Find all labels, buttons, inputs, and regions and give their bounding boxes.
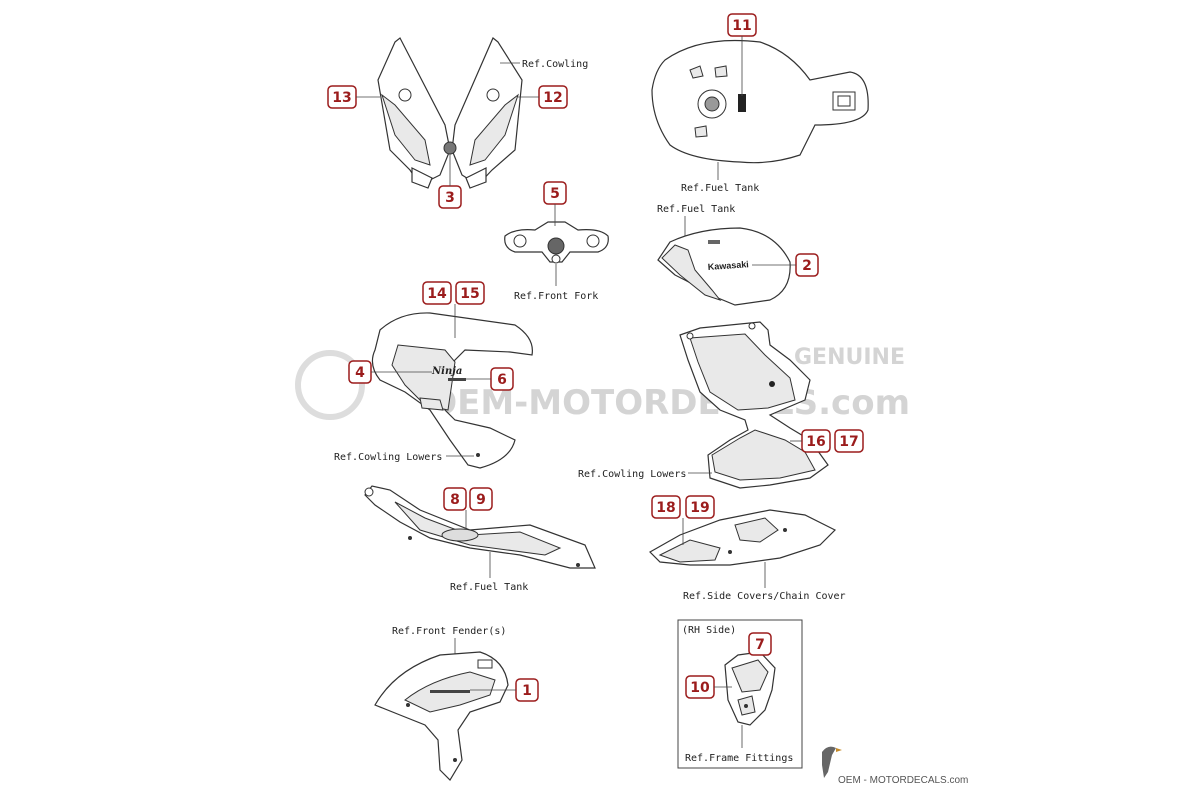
callout-6[interactable]: 6 — [490, 367, 514, 391]
callout-3[interactable]: 3 — [438, 185, 462, 209]
callout-19[interactable]: 19 — [685, 495, 715, 519]
label-ref-frame-fittings: Ref.Frame Fittings — [685, 753, 793, 764]
tank-side-cover-part — [364, 485, 596, 569]
svg-text:18: 18 — [656, 500, 675, 516]
label-ref-cowling-lowers-2: Ref.Cowling Lowers — [578, 469, 686, 480]
svg-text:7: 7 — [755, 637, 765, 653]
front-fender-part — [374, 651, 509, 781]
kawasaki-decal: Kawasaki — [707, 259, 749, 272]
svg-text:2: 2 — [802, 258, 812, 274]
left-middle-cowling-part: Ninja — [371, 312, 533, 469]
callout-18[interactable]: 18 — [651, 495, 681, 519]
svg-text:4: 4 — [355, 365, 365, 381]
svg-text:12: 12 — [543, 90, 562, 106]
callout-14[interactable]: 14 — [422, 281, 452, 305]
callout-2[interactable]: 2 — [795, 253, 819, 277]
callout-4[interactable]: 4 — [348, 360, 372, 384]
svg-text:17: 17 — [839, 434, 858, 450]
callout-1[interactable]: 1 — [515, 678, 539, 702]
fuel-tank-side-part: Kawasaki — [657, 227, 791, 306]
svg-text:10: 10 — [690, 680, 710, 696]
svg-text:6: 6 — [497, 372, 507, 388]
svg-text:9: 9 — [476, 492, 486, 508]
svg-text:5: 5 — [550, 186, 560, 202]
upper-cowling-part — [377, 37, 523, 189]
label-ref-side-covers: Ref.Side Covers/Chain Cover — [683, 591, 846, 602]
svg-text:1: 1 — [522, 683, 532, 699]
label-ref-cowling-lowers-1: Ref.Cowling Lowers — [334, 452, 442, 463]
label-ref-front-fork: Ref.Front Fork — [514, 291, 598, 302]
callout-11[interactable]: 11 — [727, 13, 757, 37]
label-ref-fuel-tank-1: Ref.Fuel Tank — [681, 183, 759, 194]
callout-7[interactable]: 7 — [748, 632, 772, 656]
svg-text:14: 14 — [427, 286, 447, 302]
svg-text:15: 15 — [460, 286, 479, 302]
label-ref-cowling: Ref.Cowling — [522, 59, 588, 70]
ninja-decal: Ninja — [431, 366, 462, 377]
callout-15[interactable]: 15 — [455, 281, 485, 305]
callout-17[interactable]: 17 — [834, 429, 864, 453]
watermark-line1: GENUINE — [794, 345, 905, 370]
top-bridge-part — [504, 221, 609, 264]
fuel-tank-top-part — [651, 39, 869, 164]
svg-text:11: 11 — [732, 18, 751, 34]
brand-logo-text: OEM - MOTORDECALS.com — [838, 775, 968, 786]
right-middle-cowling-part — [679, 321, 829, 489]
label-rh-side: (RH Side) — [682, 625, 736, 636]
svg-text:3: 3 — [445, 190, 455, 206]
svg-text:16: 16 — [806, 434, 825, 450]
label-ref-fuel-tank-3: Ref.Fuel Tank — [450, 582, 528, 593]
callout-12[interactable]: 12 — [538, 85, 568, 109]
callout-13[interactable]: 13 — [327, 85, 357, 109]
callout-9[interactable]: 9 — [469, 487, 493, 511]
side-cover-part — [649, 509, 837, 566]
callout-8[interactable]: 8 — [443, 487, 467, 511]
label-ref-fuel-tank-2: Ref.Fuel Tank — [657, 204, 735, 215]
svg-text:19: 19 — [690, 500, 709, 516]
callout-5[interactable]: 5 — [543, 181, 567, 205]
callout-16[interactable]: 16 — [801, 429, 831, 453]
label-ref-front-fender: Ref.Front Fender(s) — [392, 626, 506, 637]
callout-10[interactable]: 10 — [685, 675, 715, 699]
svg-text:13: 13 — [332, 90, 351, 106]
svg-text:8: 8 — [450, 492, 460, 508]
bird-logo-icon — [822, 746, 842, 778]
